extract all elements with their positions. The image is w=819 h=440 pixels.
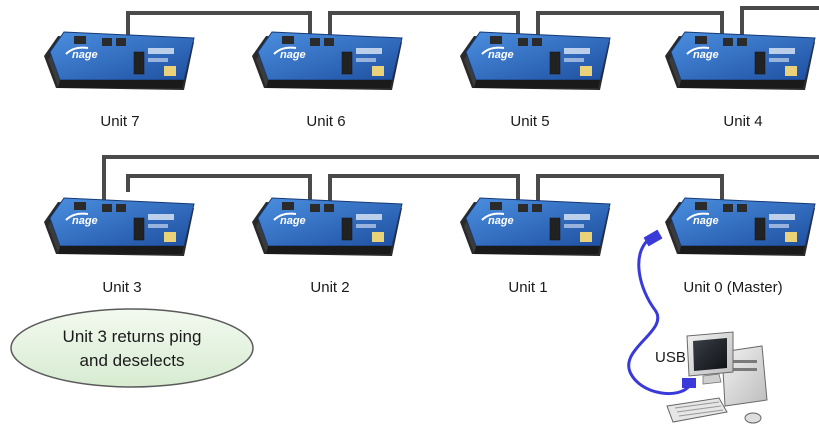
board-logo: nage — [280, 49, 306, 61]
unit-0-label: Unit 0 (Master) — [683, 279, 782, 296]
unit-6-board: nage — [251, 31, 403, 91]
callout-line-2: and deselects — [80, 351, 185, 370]
board-logo: nage — [488, 49, 514, 61]
unit-0-board: nage — [664, 197, 816, 257]
unit-7-board: nage — [43, 31, 195, 91]
desktop-computer-icon — [666, 331, 768, 424]
board-logo: nage — [72, 49, 98, 61]
status-callout: Unit 3 returns ping and deselects — [10, 308, 254, 388]
board-logo: nage — [693, 49, 719, 61]
unit-4-board: nage — [664, 31, 816, 91]
unit-6-label: Unit 6 — [306, 113, 345, 130]
board-logo: nage — [72, 215, 98, 227]
usb-plug — [643, 229, 663, 247]
callout-line-1: Unit 3 returns ping — [63, 327, 202, 346]
board-logo: nage — [488, 215, 514, 227]
unit-5-board: nage — [459, 31, 611, 91]
unit-7-label: Unit 7 — [100, 113, 139, 130]
serial-cables — [102, 6, 819, 208]
unit-5-label: Unit 5 — [510, 113, 549, 130]
board-logo: nage — [693, 215, 719, 227]
usb-cable — [627, 236, 692, 396]
unit-2-board: nage — [251, 197, 403, 257]
unit-1-board: nage — [459, 197, 611, 257]
unit-4-label: Unit 4 — [723, 113, 762, 130]
unit-2-label: Unit 2 — [310, 279, 349, 296]
usb-label: USB — [655, 349, 686, 366]
unit-3-board: nage — [43, 197, 195, 257]
board-logo: nage — [280, 215, 306, 227]
usb-plug — [682, 378, 696, 388]
unit-3-label: Unit 3 — [102, 279, 141, 296]
unit-1-label: Unit 1 — [508, 279, 547, 296]
